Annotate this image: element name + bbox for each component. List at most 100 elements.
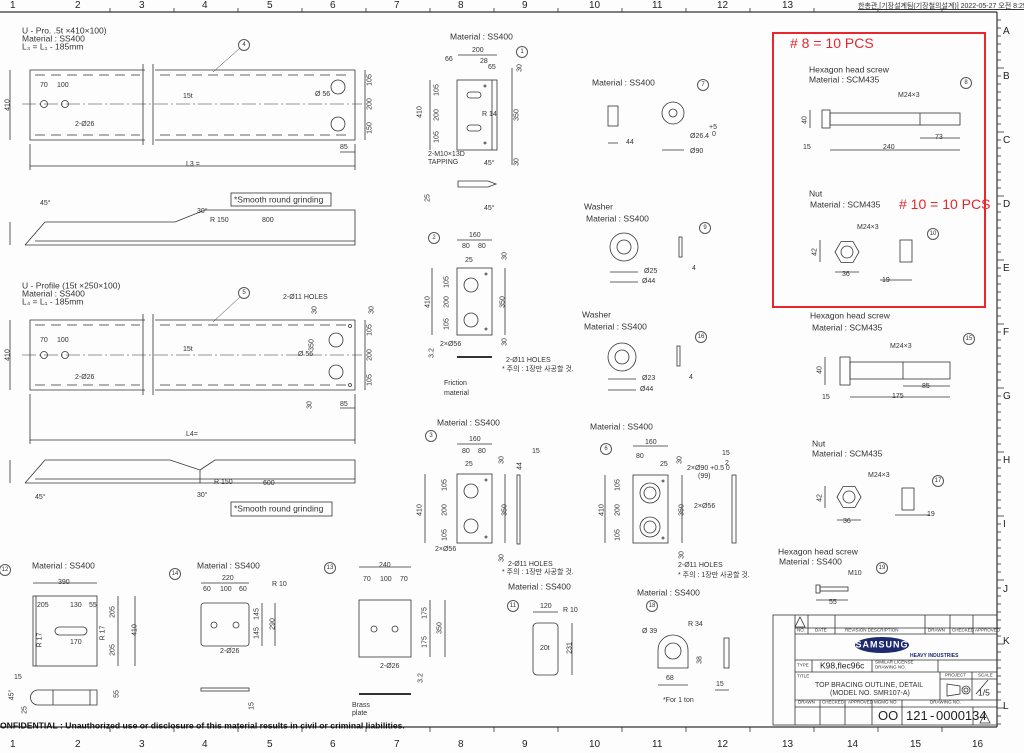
material-label: Material : SCM435 [809,74,880,85]
dimension-label: 200 [472,47,484,54]
dimension-label: 105 [614,479,622,491]
dimension-label: 66 [445,56,453,63]
dimension-label: 0 [712,131,716,138]
part-name: Hexagon head screw [778,546,858,557]
profile-note: U - Profile (15t ×250×100) [22,280,121,291]
grid-column-label: 6 [330,739,336,750]
grid-column-label: 6 [330,0,336,11]
dimension-label: 73 [935,134,943,141]
dimension-label: 60 [203,586,211,593]
dimension-label: TAPPING [428,159,459,166]
revision-column-header: APPROVED [975,627,1001,633]
grid-column-label: 12 [717,0,729,11]
approval-column-header: DRAWN [798,699,815,705]
dimension-label: Ø26.4 [690,133,710,140]
dimension-label: 130 [70,602,82,609]
logo-subtitle: HEAVY INDUSTRIES [910,653,959,659]
dimension-label: material [444,390,469,397]
dimension-label: 80 [478,448,486,455]
dimension-label: 3.2 [428,348,436,358]
revision-column-header: DATE [815,627,827,633]
part-callout-bubble: 2 [428,232,440,244]
dimension-label: 145 [253,627,261,639]
material-label: Material : SS400 [22,33,85,44]
grid-column-label: 1 [10,739,16,750]
grid-row-label: C [1003,135,1011,146]
dimension-label: 105 [366,374,374,386]
dimension-label: 410 [4,99,12,111]
dimension-label: M24×3 [898,92,920,99]
part-callout-bubble: 3 [425,430,437,442]
part-callout-bubble: 15 [963,333,975,345]
grid-column-label: 8 [458,0,464,11]
dimension-label: 80 [478,243,486,250]
part-callout-bubble: 7 [697,79,709,91]
dimension-label: 410 [131,624,139,636]
dimension-label: 15 [14,674,22,681]
dimension-label: 15t [183,93,193,100]
grid-column-label: 3 [139,739,145,750]
dimension-label: R 34 [688,621,703,628]
dimension-label: 145 [253,608,261,620]
grid-row-label: B [1003,71,1010,82]
dimension-label: 100 [57,337,69,344]
material-label: Material : SCM435 [812,448,883,459]
dimension-label: 2-M10×13D [428,151,465,158]
material-label: Material : SS400 [592,77,655,88]
dimension-label: 100 [380,576,392,583]
part-name: Nut [809,188,823,199]
grid-column-label: 12 [717,739,729,750]
dimension-label: 30 [501,252,509,260]
nut-17-drawing [824,486,930,521]
dimension-label: 170 [70,639,82,646]
dimension-label: 390 [58,579,70,586]
part-callout-bubble: 1 [516,46,528,58]
dimension-label: * 주의 : 1장만 사공할 것. [502,366,574,373]
dimension-label: 410 [416,106,424,118]
dimension-label: 38 [696,656,704,664]
drawing-number-prefix: 121 [906,708,928,723]
revision-column-header: CHECKED [952,627,975,633]
grinding-note: *Smooth round grinding [234,194,324,205]
material-label: Material : SS400 [508,581,571,592]
dimension-label: 70 [400,576,408,583]
dimension-label: 70 [363,576,371,583]
material-label: Material : SS400 [779,556,842,567]
dimension-label: 80 [462,243,470,250]
dimension-label: 30 [368,306,376,314]
dimension-label: 42 [811,248,819,256]
approval-column-header: APPROVED [848,699,874,705]
material-label: Material : SS400 [637,587,700,598]
part-6-drawing [604,445,737,544]
profile-note: L₃ = L₁ - 185mm [22,41,84,52]
dimension-label: 30 [498,456,506,464]
grid-column-label: 13 [782,0,794,11]
bolt-8-drawing [809,109,961,151]
dimension-label: M10 [848,570,862,577]
dimension-label: 15 [822,394,830,401]
dimension-label: 2-Ø26 [380,663,400,670]
dimension-label: 240 [379,562,391,569]
dimension-label: 15 [532,448,540,455]
dimension-label: 19 [882,277,890,284]
drawing-number: 0000134 [936,708,987,723]
part-callout-bubble: 14 [169,568,181,580]
grid-column-label: 5 [267,0,273,11]
dimension-label: 28 [480,58,488,65]
dimension-label: 410 [598,504,606,516]
part-name: Hexagon head screw [809,64,889,75]
project-label: PROJECT [945,672,967,678]
dimension-label: 800 [262,217,274,224]
part-name: Nut [812,438,826,449]
grid-column-label: 15 [910,739,922,750]
part-12-drawing [30,582,136,706]
revision-column-header: DRAWN [928,627,945,633]
dimension-label: 290 [269,618,277,630]
dimension-label: L3 = [186,161,200,168]
dimension-label: 2-Ø11 HOLES [283,294,328,301]
dimension-label: 2 [725,460,729,467]
part-callout-bubble: 10 [927,228,939,240]
type-value: K98,flec96c [820,660,865,671]
